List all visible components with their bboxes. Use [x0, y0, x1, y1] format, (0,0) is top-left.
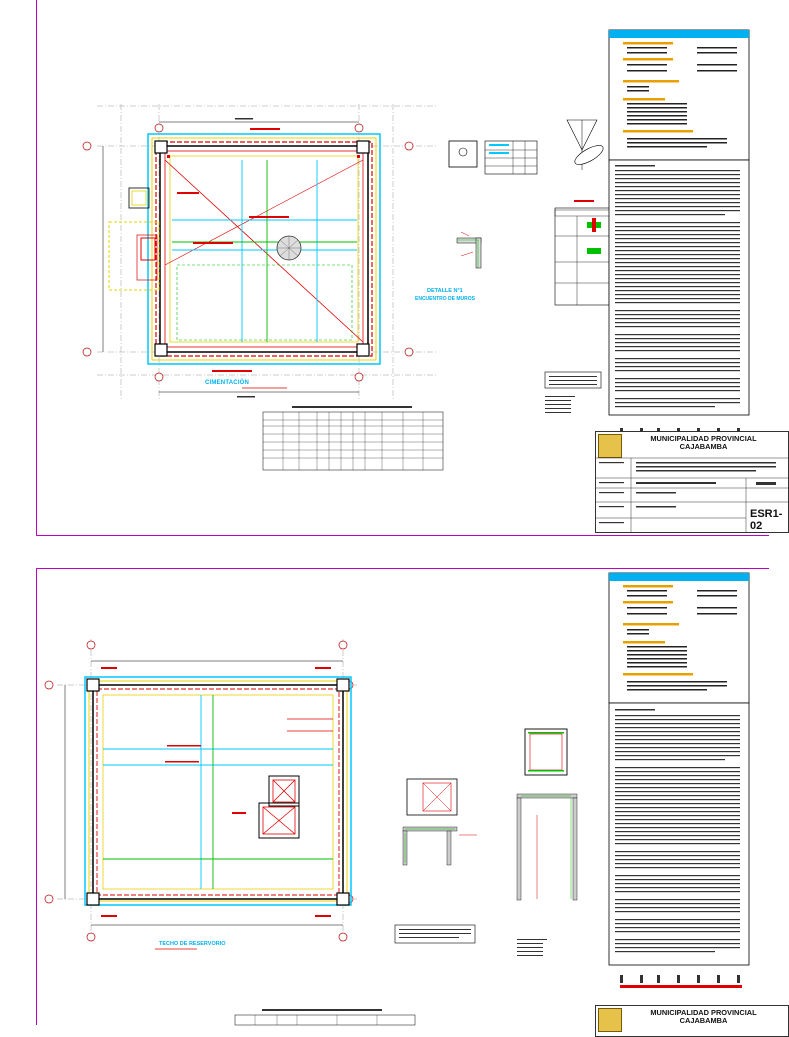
drawing-sheet-1: CIMENTACIÓN DETALLE N°1 ENCUENTRO DE MUR… [36, 0, 789, 536]
entity-name-line1-2: MUNICIPALIDAD PROVINCIAL [650, 1008, 757, 1017]
roof-plan-drawing [44, 572, 750, 1026]
detail-1-title-line2: ENCUENTRO DE MUROS [415, 296, 476, 302]
entity-name-line2: CAJABAMBA [679, 442, 728, 451]
entity-name-line2-2: CAJABAMBA [679, 1016, 728, 1025]
title-block: MUNICIPALIDAD PROVINCIAL CAJABAMBA ESR1-… [595, 431, 789, 533]
title-block-2: MUNICIPALIDAD PROVINCIAL CAJABAMBA [595, 1005, 789, 1037]
municipal-logo-icon-2 [598, 1008, 622, 1032]
drawing-sheet-2: TECHO DE RESERVORIO MUNICIPALIDAD PROVIN… [36, 568, 789, 1037]
entity-name-line1: MUNICIPALIDAD PROVINCIAL [650, 434, 757, 443]
sheet-code: ESR1-02 [750, 508, 783, 532]
municipal-logo-icon [598, 434, 622, 458]
detail-1-title-line1: DETALLE N°1 [427, 288, 463, 294]
foundation-plan-title: CIMENTACIÓN [205, 380, 250, 386]
roof-plan-title: TECHO DE RESERVORIO [159, 941, 226, 947]
foundation-plan-drawing [82, 29, 750, 471]
